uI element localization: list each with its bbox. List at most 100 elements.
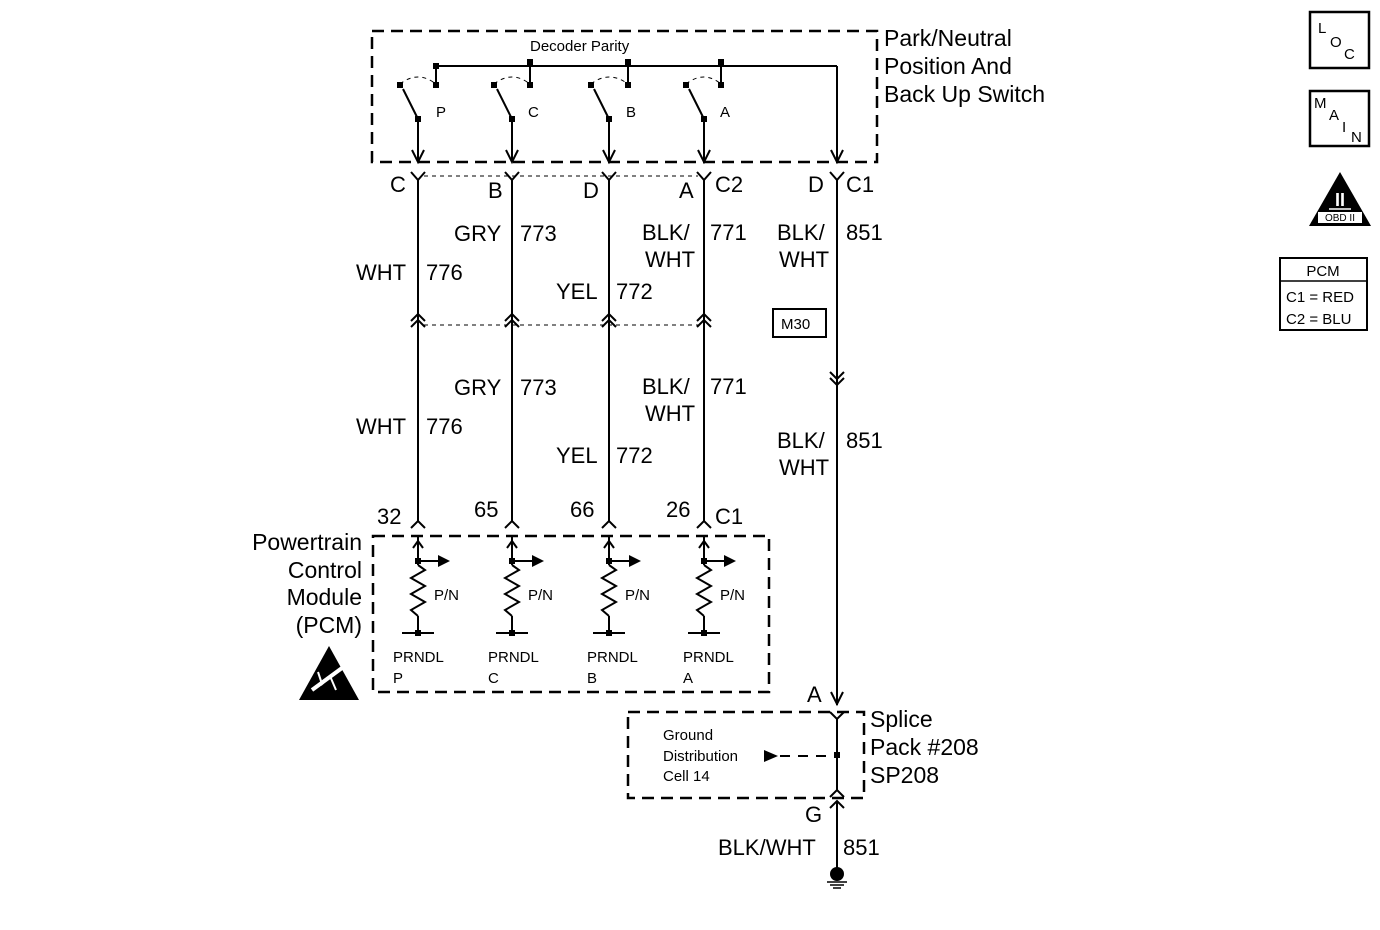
pcm-prndl-letter: A bbox=[683, 670, 693, 687]
ground-wire-color: BLK/WHT bbox=[718, 835, 816, 860]
pcm-title-1: Powertrain bbox=[252, 529, 362, 555]
upper-851-color-2: WHT bbox=[779, 247, 829, 272]
switch-contact-c: C bbox=[491, 76, 539, 165]
upper-771-num: 771 bbox=[710, 220, 747, 245]
pcm-pin-32: 32 bbox=[377, 504, 401, 529]
upper-pin-c: C bbox=[390, 172, 406, 197]
upper-772-num: 772 bbox=[616, 279, 653, 304]
svg-text:I: I bbox=[1342, 119, 1346, 136]
upper-pin-d-851: D bbox=[808, 172, 824, 197]
pcm-connector-symbols bbox=[410, 519, 712, 529]
splice-pin-g: G bbox=[805, 802, 822, 827]
switch-box-title-1: Park/Neutral bbox=[884, 25, 1012, 51]
pcm-pin-66: 66 bbox=[570, 497, 594, 522]
upper-connector-symbols bbox=[410, 171, 845, 182]
pcm-prndl-letter: B bbox=[587, 670, 597, 687]
pcm-pn-label: P/N bbox=[528, 587, 553, 604]
pcm-connector-c1: C1 bbox=[715, 504, 743, 529]
pcm-prndl-label: PRNDL bbox=[393, 649, 444, 666]
lower-851-num: 851 bbox=[846, 428, 883, 453]
pcm-pn-label: P/N bbox=[720, 587, 745, 604]
svg-text:C: C bbox=[1344, 46, 1355, 63]
svg-text:PCM: PCM bbox=[1306, 263, 1339, 280]
upper-776-color: WHT bbox=[356, 260, 406, 285]
svg-text:A: A bbox=[1329, 107, 1339, 124]
upper-776-num: 776 bbox=[426, 260, 463, 285]
esd-warning-icon bbox=[299, 646, 359, 700]
lower-776-color: WHT bbox=[356, 414, 406, 439]
lower-771-color-2: WHT bbox=[645, 401, 695, 426]
upper-pin-d: D bbox=[583, 178, 599, 203]
upper-connector-c1: C1 bbox=[846, 172, 874, 197]
svg-text:C2 = BLU: C2 = BLU bbox=[1286, 311, 1351, 328]
pcm-prndl-letter: P bbox=[393, 670, 403, 687]
lower-772-color: YEL bbox=[556, 443, 598, 468]
switch-box-title-3: Back Up Switch bbox=[884, 81, 1045, 107]
obd-ii-icon[interactable]: II OBD II bbox=[1309, 172, 1371, 226]
ground-dist-1: Ground bbox=[663, 727, 713, 744]
splice-internals bbox=[764, 711, 845, 798]
pcm-color-legend: PCM C1 = RED C2 = BLU bbox=[1279, 257, 1368, 331]
switch-a-label: A bbox=[720, 104, 730, 121]
pcm-pin-26: 26 bbox=[666, 497, 690, 522]
splice-box-outline bbox=[626, 710, 866, 800]
splice-pin-a: A bbox=[807, 682, 822, 707]
switch-b-label: B bbox=[626, 104, 636, 121]
pcm-pin-65: 65 bbox=[474, 497, 498, 522]
upper-pin-b: B bbox=[488, 178, 503, 203]
upper-773-num: 773 bbox=[520, 221, 557, 246]
pcm-input-circuit: P/N PRNDL P bbox=[393, 536, 459, 687]
switch-c-label: C bbox=[528, 104, 539, 121]
pcm-pn-label: P/N bbox=[625, 587, 650, 604]
pcm-title-3: Module bbox=[287, 584, 362, 610]
pcm-box-outline bbox=[371, 534, 771, 694]
upper-771-color-1: BLK/ bbox=[642, 220, 691, 245]
pcm-prndl-label: PRNDL bbox=[683, 649, 734, 666]
upper-851-color-1: BLK/ bbox=[777, 220, 826, 245]
main-icon[interactable]: M A I N bbox=[1308, 89, 1371, 148]
pcm-title-2: Control bbox=[288, 557, 362, 583]
upper-connector-c2: C2 bbox=[715, 172, 743, 197]
splice-title-3: SP208 bbox=[870, 762, 939, 788]
ground-dist-2: Distribution bbox=[663, 748, 738, 765]
ground-dist-3: Cell 14 bbox=[663, 768, 710, 785]
pcm-prndl-label: PRNDL bbox=[488, 649, 539, 666]
svg-text:C1 = RED: C1 = RED bbox=[1286, 289, 1354, 306]
lower-851-color-2: WHT bbox=[779, 455, 829, 480]
lower-773-color: GRY bbox=[454, 375, 502, 400]
svg-text:OBD II: OBD II bbox=[1325, 213, 1355, 224]
svg-text:L: L bbox=[1318, 20, 1326, 37]
pcm-pn-label: P/N bbox=[434, 587, 459, 604]
m30-label: M30 bbox=[781, 316, 810, 333]
lower-776-num: 776 bbox=[426, 414, 463, 439]
lower-771-color-1: BLK/ bbox=[642, 374, 691, 399]
svg-text:N: N bbox=[1351, 129, 1362, 146]
splice-title-2: Pack #208 bbox=[870, 734, 979, 760]
lower-851-color-1: BLK/ bbox=[777, 428, 826, 453]
decoder-parity-label: Decoder Parity bbox=[530, 38, 630, 55]
switch-contact-b: B bbox=[588, 76, 636, 165]
switch-box-outline bbox=[370, 29, 879, 164]
lower-772-num: 772 bbox=[616, 443, 653, 468]
m30-box bbox=[772, 308, 827, 338]
lower-773-num: 773 bbox=[520, 375, 557, 400]
lower-771-num: 771 bbox=[710, 374, 747, 399]
inline-connector-symbols bbox=[410, 312, 845, 387]
svg-text:II: II bbox=[1335, 190, 1345, 210]
upper-772-color: YEL bbox=[556, 279, 598, 304]
pcm-input-circuit: P/N PRNDL A bbox=[683, 536, 745, 687]
upper-771-color-2: WHT bbox=[645, 247, 695, 272]
wire-851 bbox=[830, 180, 844, 707]
ground-wire-num: 851 bbox=[843, 835, 880, 860]
svg-text:M: M bbox=[1314, 95, 1327, 112]
upper-851-num: 851 bbox=[846, 220, 883, 245]
loc-icon[interactable]: L O C bbox=[1308, 10, 1371, 70]
upper-pin-a: A bbox=[679, 178, 694, 203]
switch-contact-a: A bbox=[683, 76, 730, 165]
ground-symbol-icon bbox=[827, 867, 847, 889]
splice-title-1: Splice bbox=[870, 706, 933, 732]
